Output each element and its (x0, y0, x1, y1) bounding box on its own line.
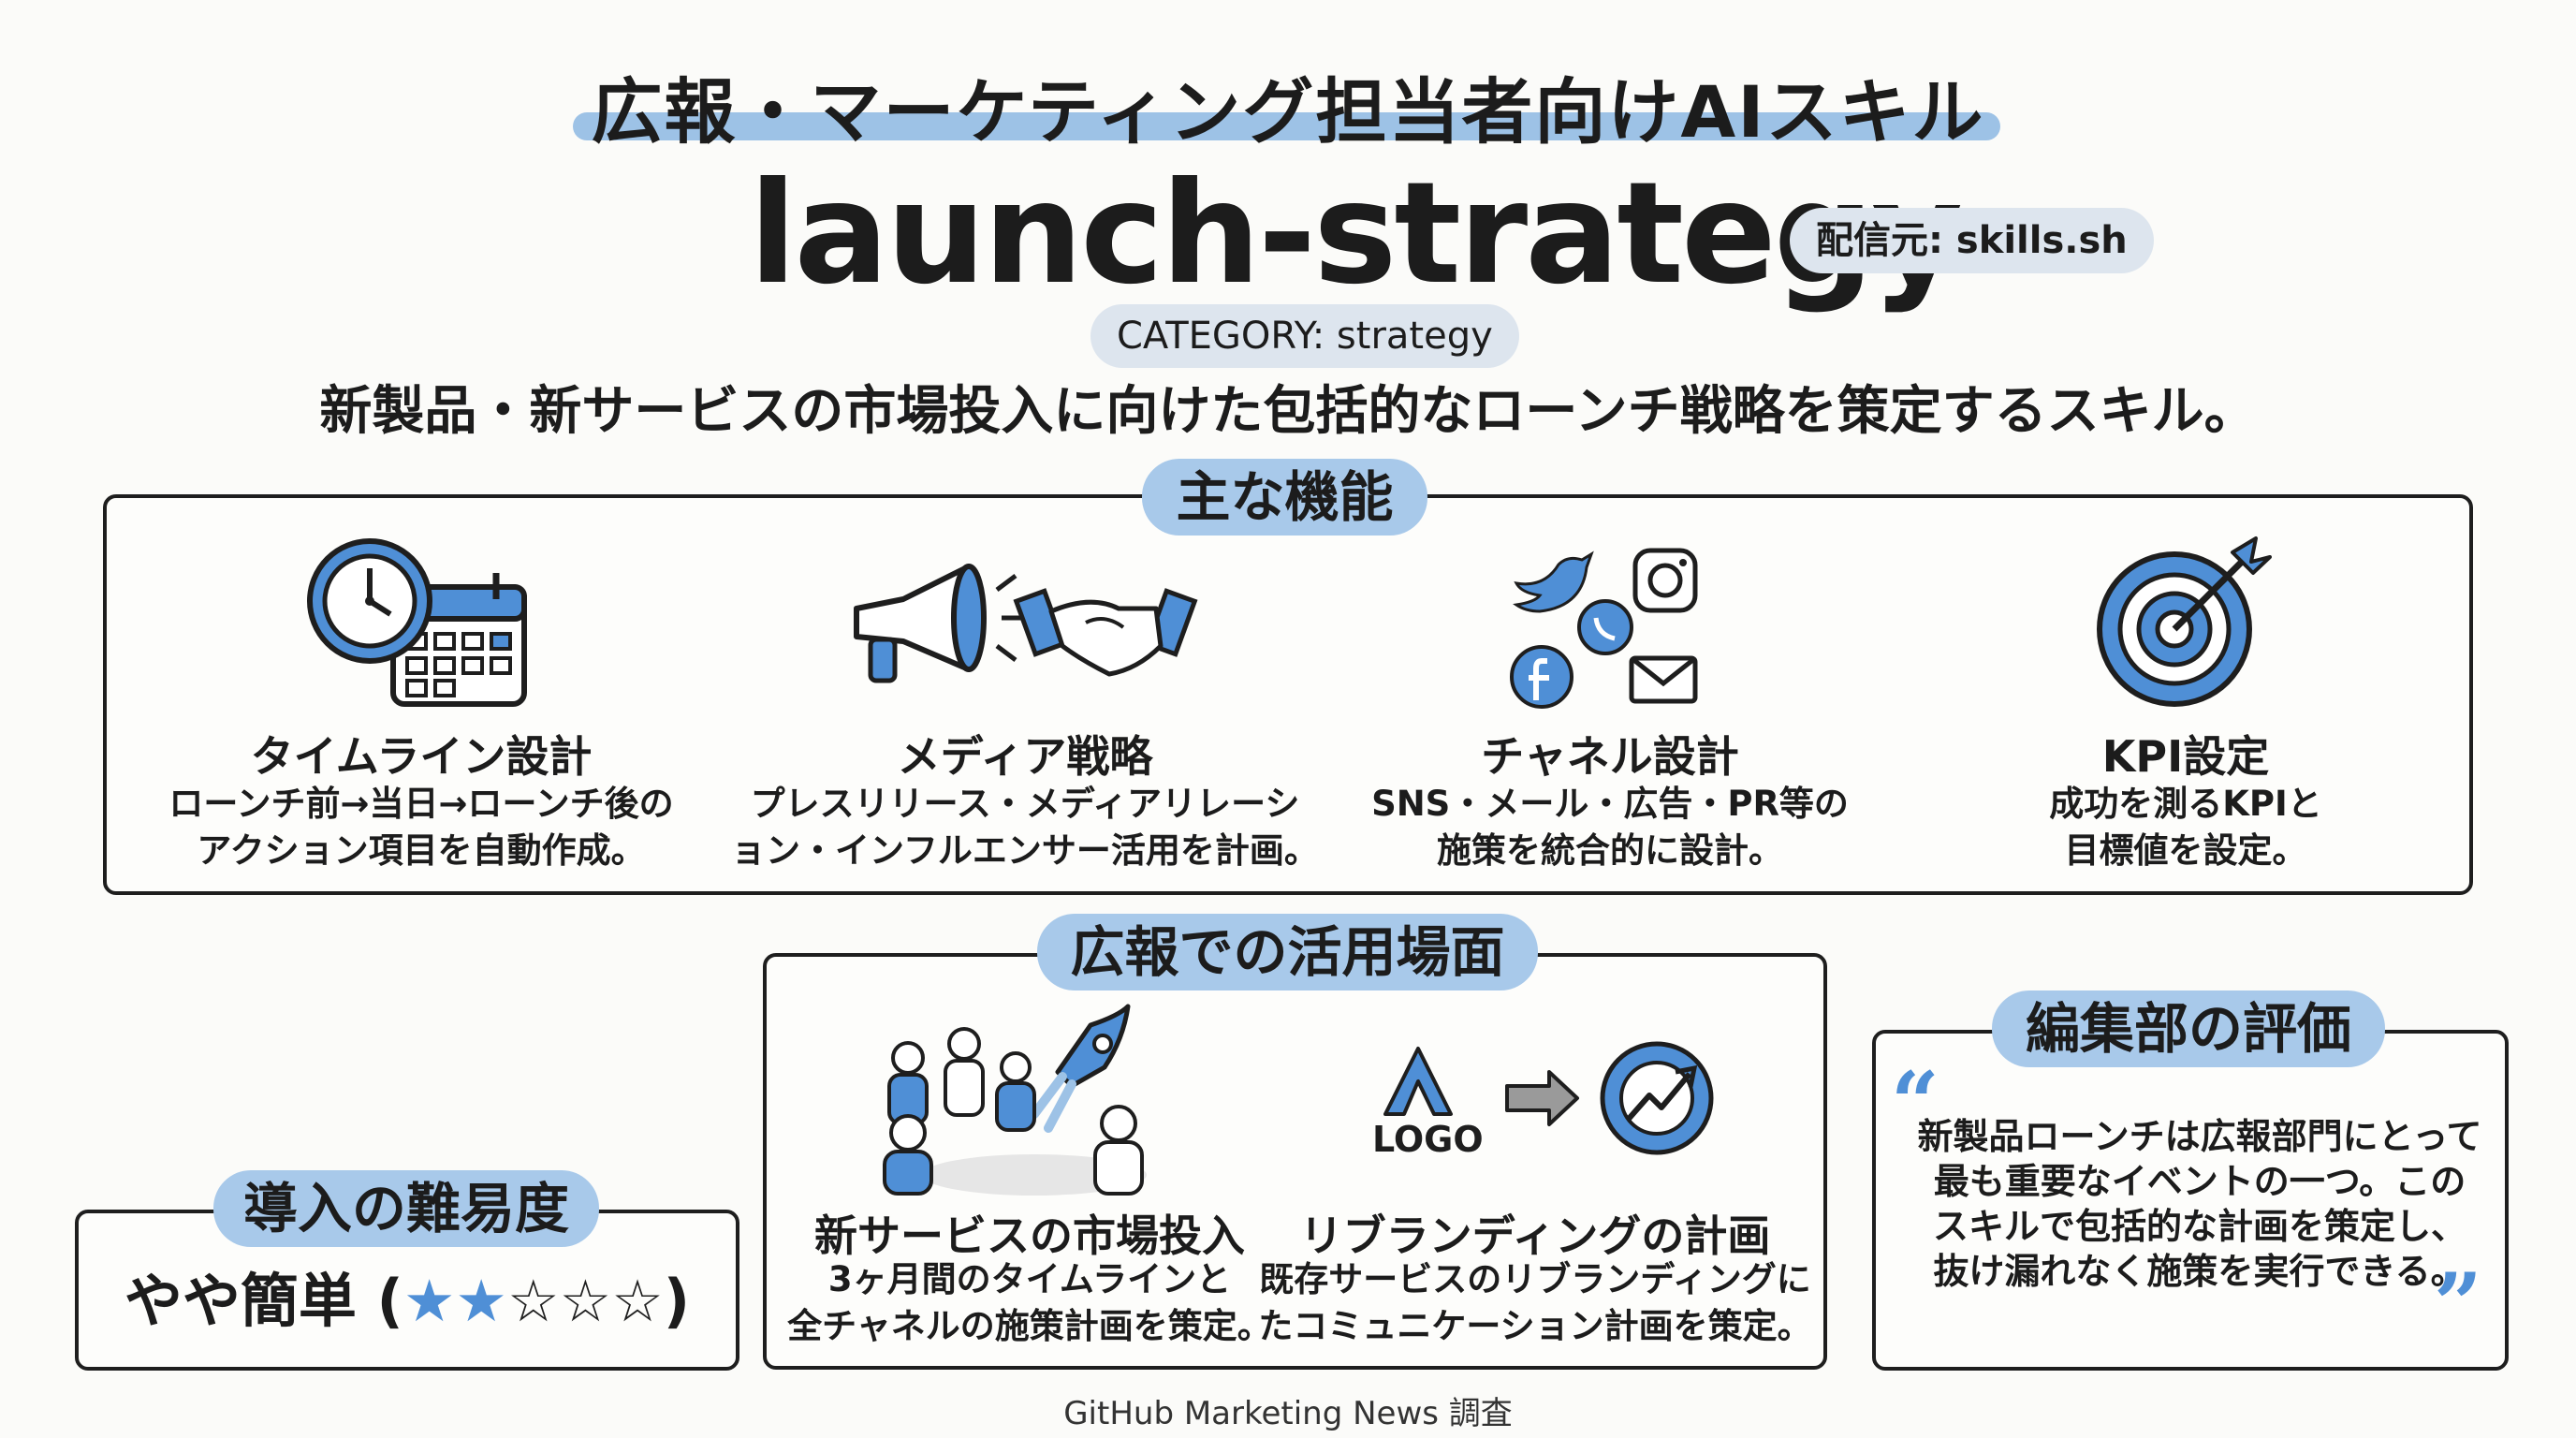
media-illustration (854, 564, 1198, 683)
whatsapp-icon (1577, 599, 1633, 655)
review-panel (1872, 1030, 2509, 1371)
close-quote-icon: ” (2434, 1255, 2482, 1354)
twitter-icon (1513, 550, 1594, 613)
feature-desc-kpi: 成功を測るKPIと 目標値を設定。 (2049, 784, 2322, 871)
star-filled-icon: ★ (402, 1267, 456, 1335)
page-title: launch-strategy (749, 153, 1963, 315)
use-cases-panel (763, 953, 1827, 1370)
rebrand-illustration: LOGO (1372, 1041, 1714, 1160)
features-heading: 主な機能 (1142, 459, 1427, 536)
star-filled-icon: ★ (455, 1267, 507, 1335)
usecase-title-launch: 新サービスの市場投入 (814, 1211, 1245, 1261)
timeline-illustration (307, 538, 527, 707)
facebook-icon (1510, 645, 1573, 709)
handshake-icon (1013, 588, 1198, 677)
subtitle-highlight (573, 112, 2000, 140)
rocket-icon (1030, 1004, 1131, 1133)
usecase-desc-rebrand: 既存サービスのリブランディングに たコミュニケーション計画を策定。 (1258, 1259, 1812, 1346)
mail-icon (1629, 655, 1698, 704)
difficulty-rating: やや簡単 (★★☆☆☆) (75, 1264, 739, 1339)
logo-text: LOGO (1372, 1119, 1484, 1160)
difficulty-label: やや簡単 (124, 1267, 357, 1335)
arrow-right-icon (1505, 1070, 1579, 1126)
footer-credit: GitHub Marketing News 調査 (1063, 1395, 1513, 1432)
use-cases-heading: 広報での活用場面 (1037, 914, 1538, 990)
target-icon (2097, 536, 2272, 707)
kpi-illustration (2097, 536, 2272, 707)
page-subtitle: 広報・マーケティング担当者向けAIスキル (591, 70, 1985, 154)
star-empty-icon: ☆ (559, 1267, 612, 1335)
channel-illustration (1510, 548, 1698, 709)
star-empty-icon: ☆ (611, 1267, 664, 1335)
logo-icon: LOGO (1372, 1047, 1484, 1160)
rating-close-paren: ) (663, 1267, 691, 1335)
feature-title-channel: チャネル設計 (1481, 731, 1739, 782)
clock-icon (307, 538, 432, 664)
skill-description: 新製品・新サービスの市場投入に向けた包括的なローンチ戦略を策定するスキル。 (319, 381, 2257, 442)
feature-title-media: メディア戦略 (897, 731, 1153, 782)
usecase-desc-launch: 3ヶ月間のタイムラインと 全チャネルの施策計画を策定。 (787, 1259, 1272, 1346)
feature-desc-media: プレスリリース・メディアリレーシ ョン・インフルエンサー活用を計画。 (731, 784, 1319, 871)
team-rocket-icon (883, 1004, 1147, 1196)
open-quote-icon: “ (1891, 1053, 1939, 1152)
feature-desc-timeline: ローンチ前→当日→ローンチ後の アクション項目を自動作成。 (168, 784, 674, 871)
category-badge: CATEGORY: strategy (1090, 304, 1519, 368)
instagram-icon (1632, 548, 1698, 613)
usecase-title-rebrand: リブランディングの計画 (1299, 1211, 1771, 1261)
refresh-growth-icon (1600, 1041, 1714, 1155)
difficulty-heading: 導入の難易度 (213, 1170, 599, 1247)
star-rating: ★★☆☆☆ (403, 1267, 664, 1335)
star-empty-icon: ☆ (507, 1267, 560, 1335)
feature-title-timeline: タイムライン設計 (250, 731, 593, 782)
review-heading: 編集部の評価 (1992, 990, 2385, 1067)
review-text: 新製品ローンチは広報部門にとって 最も重要なイベントの一つ。この スキルで包括的… (1917, 1116, 2482, 1292)
rating-open-paren: ( (376, 1267, 403, 1335)
megaphone-icon (854, 564, 1025, 683)
source-badge: 配信元: skills.sh (1790, 208, 2154, 273)
feature-title-kpi: KPI設定 (2101, 731, 2270, 782)
feature-desc-channel: SNS・メール・広告・PR等の 施策を統合的に設計。 (1371, 784, 1849, 871)
